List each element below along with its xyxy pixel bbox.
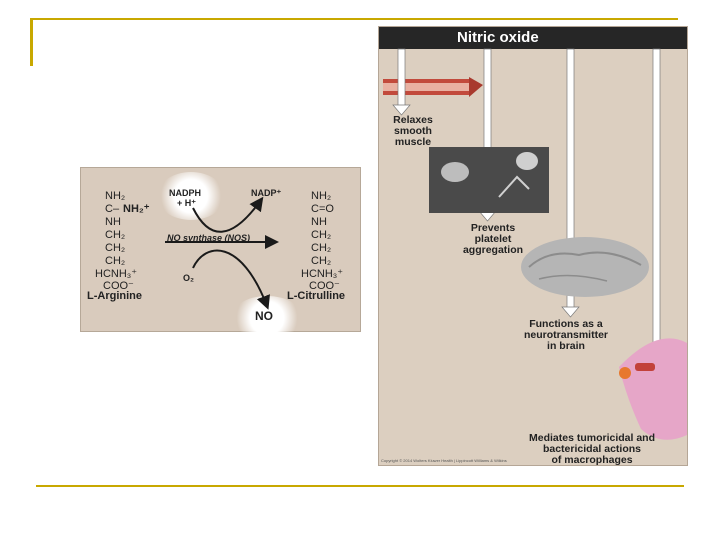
arginine-line: CH₂ [105,229,126,241]
bottom-accent-line [36,485,684,487]
citrulline-line: CH₂ [311,255,332,267]
left-accent-line [30,18,33,66]
copyright-text: Copyright © 2014 Wolters Kluwer Health |… [381,458,507,463]
nadph-to-nadp-arrow [192,196,264,233]
reaction-arrows [165,196,279,310]
arginine-line: NH [105,216,121,228]
effect-macrophage: Mediates tumoricidal and bactericidal ac… [528,432,656,466]
citrulline-line: NH [311,216,327,228]
panel-header: Nitric oxide [379,27,687,49]
enzyme-label: NO synthase (NOS) [167,233,251,243]
nadph-label: NADPH [169,188,202,198]
top-accent-line [32,18,678,20]
arrow-neurotransmitter [561,48,580,318]
h-plus-label: + H⁺ [177,198,197,208]
arginine-nh2-plus: NH₂⁺ [123,203,150,215]
arginine-line: C– [105,203,120,215]
no-label: NO [255,309,273,323]
effect-neurotransmitter: Functions as a neurotransmitter in brain [523,318,608,352]
citrulline-line: HCNH₃⁺ [301,268,344,280]
macrophage-image [619,338,687,440]
arginine-line: NH₂ [105,190,126,202]
citrulline-line: NH₂ [311,190,332,202]
arrow-smooth-muscle [392,48,411,116]
o2-label: O₂ [183,273,194,283]
panel-title: Nitric oxide [457,29,539,46]
nadp-label: NADP⁺ [251,188,282,198]
effect-smooth-muscle: Relaxes smooth muscle [393,114,433,148]
arginine-name: L-Arginine [87,290,142,302]
effect-arrows [383,48,687,440]
arginine-line: HCNH₃⁺ [95,268,138,280]
o2-to-no-arrow [192,249,270,310]
nadph-glow [157,172,225,220]
arginine-line: COO⁻ [103,280,134,292]
effect-platelet: Prevents platelet aggregation [462,222,524,256]
brain-image [521,237,649,297]
arginine-line: CH₂ [105,255,126,267]
citrulline-name: L-Citrulline [287,290,346,302]
nitric-oxide-panel: Nitric oxide [378,26,688,466]
citrulline-line: CH₂ [311,229,332,241]
citrulline-line: CH₂ [311,242,332,254]
citrulline-line: C=O [311,203,334,215]
arginine-line: CH₂ [105,242,126,254]
nos-reaction-panel: NH₂ C– NH₂⁺ NH CH₂ CH₂ CH₂ HCNH₃⁺ COO⁻ L… [80,167,361,340]
citrulline-line: COO⁻ [309,280,340,292]
